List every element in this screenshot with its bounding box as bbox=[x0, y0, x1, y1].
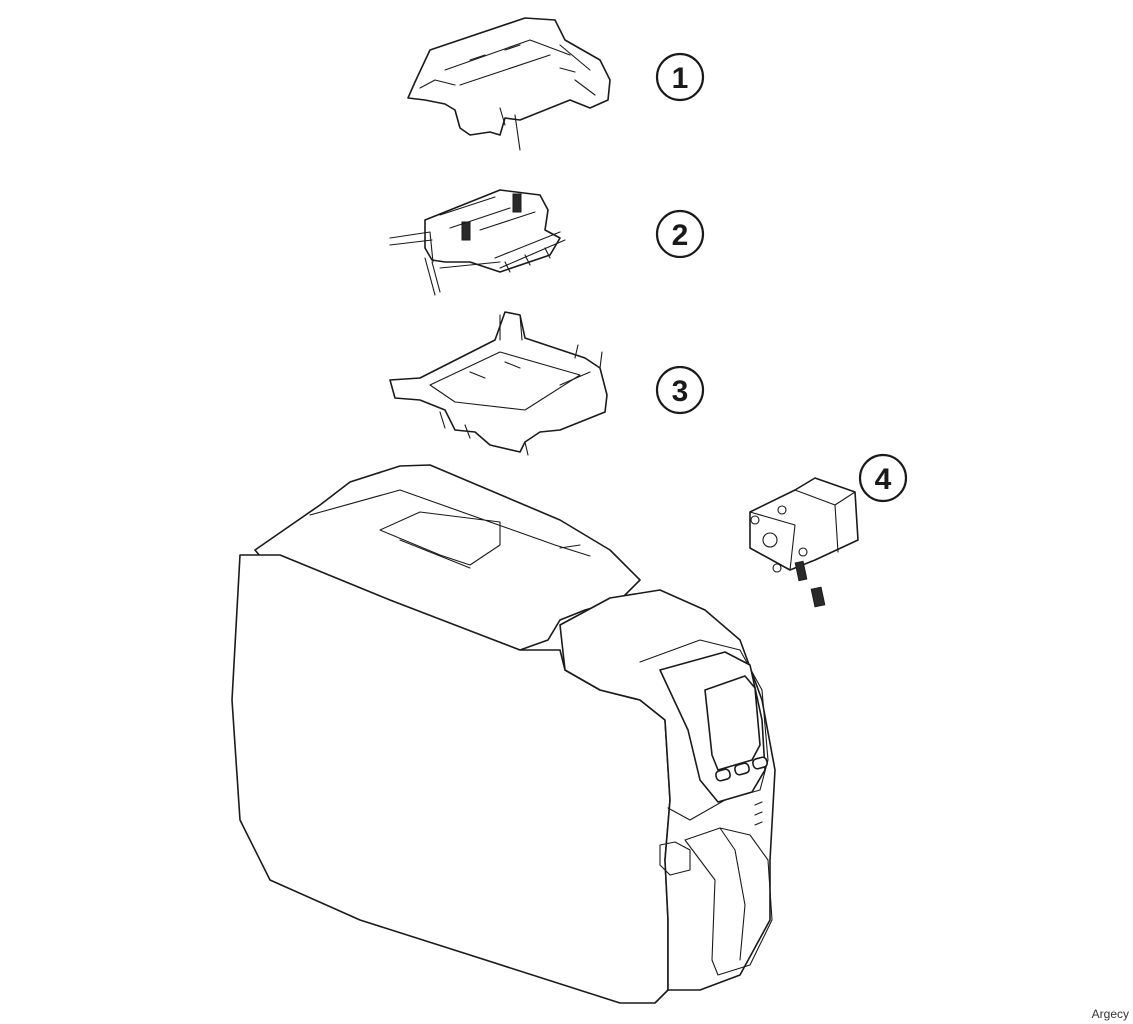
printer-body bbox=[231, 464, 776, 1004]
credit-text: Argecy bbox=[1091, 1007, 1129, 1021]
control-button-left bbox=[715, 768, 731, 782]
control-button-center bbox=[734, 762, 750, 776]
card-slot bbox=[684, 827, 773, 976]
callout-1-label: 1 bbox=[672, 62, 689, 95]
callout-4-label: 4 bbox=[875, 463, 892, 496]
callout-1: 1 bbox=[655, 52, 705, 102]
callout-3: 3 bbox=[655, 365, 705, 415]
control-panel bbox=[659, 651, 768, 803]
callout-4: 4 bbox=[858, 453, 908, 503]
lcd-screen bbox=[704, 675, 761, 771]
part-encoder-module bbox=[749, 477, 859, 608]
callout-3-label: 3 bbox=[672, 375, 689, 408]
part-printhead-assembly bbox=[389, 189, 566, 296]
part-lower-frame bbox=[389, 311, 608, 456]
callout-2: 2 bbox=[655, 209, 705, 259]
part-upper-frame bbox=[407, 17, 611, 151]
control-button-right bbox=[752, 756, 768, 770]
callout-2-label: 2 bbox=[672, 219, 689, 252]
